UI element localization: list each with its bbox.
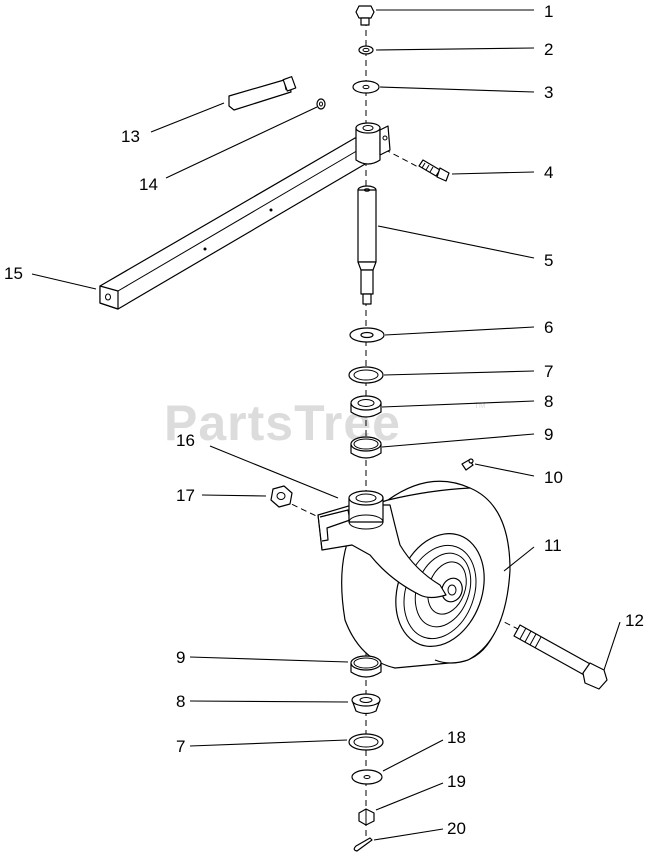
callout-14: 14 (139, 175, 158, 194)
callout-15: 15 (4, 264, 23, 283)
callout-20: 20 (447, 819, 466, 838)
callout-7-upper: 7 (544, 362, 553, 381)
leader-lines (31, 9, 621, 841)
part-17-hex-nut (270, 485, 293, 508)
part-9-cup-lower (350, 655, 382, 678)
part-5-kingpin (357, 185, 377, 305)
callout-4: 4 (544, 163, 553, 182)
part-1-cap-screw (355, 5, 375, 26)
part-13-grip-plate (228, 79, 292, 111)
callout-11: 11 (544, 536, 562, 555)
part-16-caster-fork (317, 490, 447, 599)
callout-19: 19 (447, 772, 466, 791)
callout-5: 5 (544, 251, 553, 270)
part-4-bolt (418, 159, 450, 182)
callout-8-lower: 8 (176, 692, 185, 711)
part-12-axle-bolt (513, 624, 608, 690)
callout-16: 16 (176, 431, 195, 450)
callout-2: 2 (544, 40, 553, 59)
callout-8-upper: 8 (544, 392, 553, 411)
callout-13: 13 (121, 127, 140, 146)
part-15-caster-arm (99, 122, 391, 310)
callout-6: 6 (544, 318, 553, 337)
part-14-washer (316, 98, 326, 110)
callout-9-upper: 9 (544, 425, 553, 444)
callout-3: 3 (544, 83, 553, 102)
callout-12: 12 (625, 611, 644, 630)
callout-labels: 1 2 3 4 5 6 7 8 9 10 11 12 13 14 15 16 1… (4, 2, 644, 838)
part-9-cup-upper (350, 436, 382, 459)
part-2-lock-washer (358, 45, 374, 55)
part-13-grip-end (282, 76, 297, 92)
part-19-slotted-nut (358, 808, 375, 826)
part-8-bearing-upper (350, 395, 382, 418)
callout-18: 18 (447, 728, 466, 747)
callout-1: 1 (544, 2, 553, 21)
callout-17: 17 (176, 486, 195, 505)
part-18-washer (351, 769, 383, 785)
callout-9-lower: 9 (176, 648, 185, 667)
part-10-grease-fitting (461, 458, 474, 471)
part-7-seal-lower (348, 733, 384, 751)
part-20-cotter-pin (353, 837, 373, 852)
callout-7-lower: 7 (176, 737, 185, 756)
part-7-seal-upper (348, 366, 384, 384)
part-8-bearing-lower (351, 693, 381, 715)
part-6-washer (349, 327, 385, 343)
callout-10: 10 (544, 468, 563, 487)
watermark-trademark: TM (474, 401, 486, 410)
part-3-flat-washer (352, 80, 380, 94)
